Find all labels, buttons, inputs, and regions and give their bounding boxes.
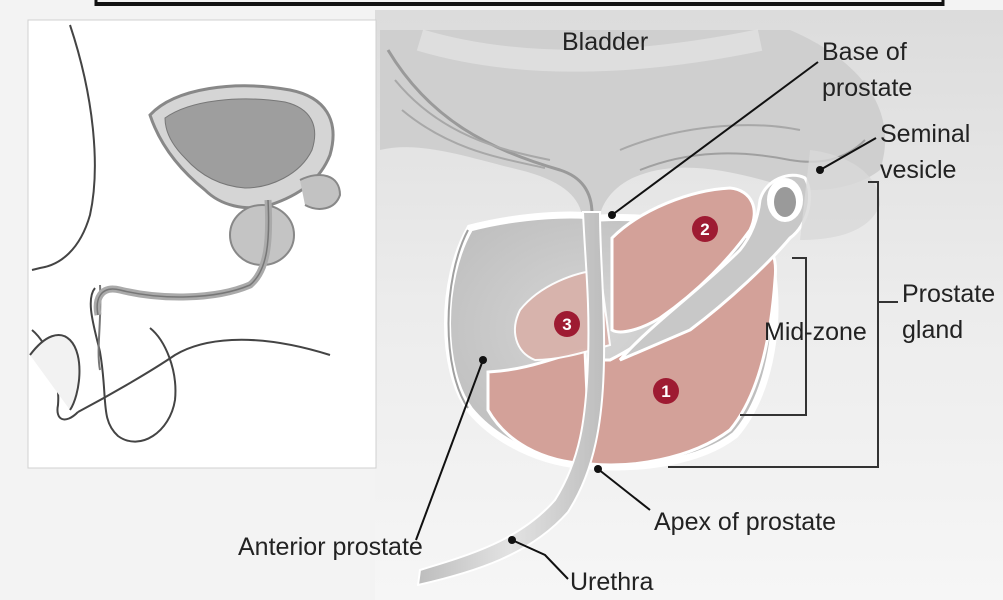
prostate-gland-label-line1: Prostate xyxy=(902,280,995,308)
zone-2-number: 2 xyxy=(700,220,709,239)
urethra-label: Urethra xyxy=(570,568,653,596)
seminal-vesicle-label-line2: vesicle xyxy=(880,156,956,184)
apex-of-prostate-label: Apex of prostate xyxy=(654,508,836,536)
zone-3-badge: 3 xyxy=(554,311,580,337)
base-of-prostate-label-line2: prostate xyxy=(822,74,912,102)
base-of-prostate-label-line1: Base of xyxy=(822,38,907,66)
zone-2-badge: 2 xyxy=(692,216,718,242)
prostate-gland-label-line2: gland xyxy=(902,316,963,344)
inset-prostate xyxy=(230,205,294,265)
inset-panel xyxy=(28,20,376,468)
mid-zone-label: Mid-zone xyxy=(764,318,867,346)
anterior-prostate-label: Anterior prostate xyxy=(238,533,423,561)
zone-1-number: 1 xyxy=(661,382,670,401)
zone-3-number: 3 xyxy=(562,315,571,334)
seminal-vesicle-label-line1: Seminal xyxy=(880,120,970,148)
zone-1-badge: 1 xyxy=(653,378,679,404)
bladder-label: Bladder xyxy=(562,28,648,56)
